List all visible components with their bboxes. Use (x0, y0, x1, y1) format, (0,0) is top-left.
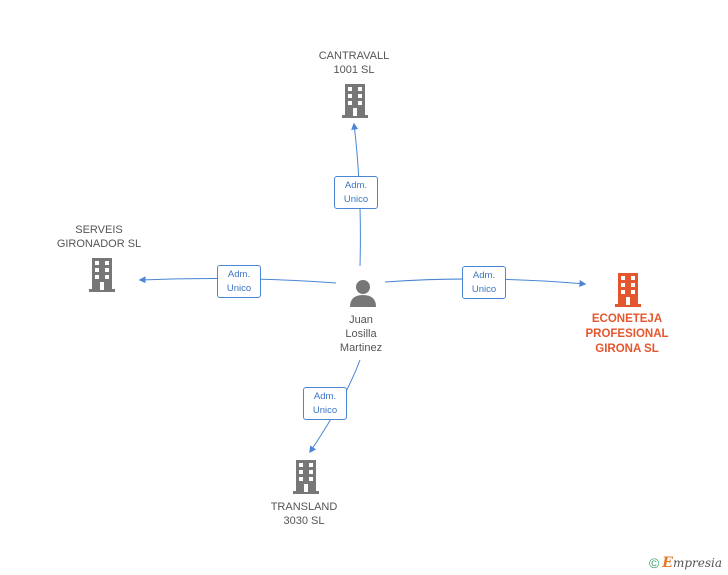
company-name-line: SERVEIS (75, 224, 123, 236)
relation-label-line: Adm. (472, 270, 496, 281)
company-name-line: CANTRAVALL (318, 50, 390, 62)
relation-badge-serveis[interactable]: Adm. Unico (217, 265, 261, 298)
relation-badge-econeteja[interactable]: Adm. Unico (462, 266, 506, 299)
brand-logo[interactable]: Empresia (662, 555, 722, 571)
person-label[interactable]: Juan Losilla Martinez (311, 313, 411, 355)
company-label-cantravall[interactable]: CANTRAVALL 1001 SL (302, 49, 406, 77)
company-name-line: GIRONA SL (595, 343, 659, 355)
company-name-line: PROFESIONAL (585, 328, 669, 340)
footer-brand: © Empresia (649, 555, 722, 571)
company-label-transland[interactable]: TRANSLAND 3030 SL (252, 500, 356, 528)
company-label-serveis[interactable]: SERVEIS GIRONADOR SL (44, 223, 154, 251)
relation-badge-cantravall[interactable]: Adm. Unico (334, 176, 378, 209)
relation-badge-transland[interactable]: Adm. Unico (303, 387, 347, 420)
person-name-line: Martinez (339, 342, 383, 354)
building-icon[interactable] (86, 258, 118, 292)
relation-label-line: Unico (471, 284, 497, 295)
company-name-line: 3030 SL (283, 515, 325, 527)
relation-label-line: Adm. (227, 269, 251, 280)
person-name-line: Losilla (345, 328, 377, 340)
relation-label-line: Adm. (344, 180, 368, 191)
company-name-line: TRANSLAND (270, 501, 338, 513)
company-name-line: ECONETEJA (591, 313, 663, 325)
relation-label-line: Adm. (313, 391, 337, 402)
company-label-econeteja[interactable]: ECONETEJA PROFESIONAL GIRONA SL (572, 312, 682, 357)
person-name-line: Juan (349, 314, 373, 326)
company-name-line: GIRONADOR SL (56, 238, 142, 250)
building-icon[interactable] (290, 460, 322, 494)
building-icon[interactable] (339, 84, 371, 118)
relation-label-line: Unico (312, 405, 338, 416)
relation-label-line: Unico (226, 283, 252, 294)
company-name-line: 1001 SL (333, 64, 375, 76)
person-icon[interactable] (348, 278, 378, 308)
building-icon[interactable] (612, 273, 644, 307)
copyright-icon: © (648, 555, 660, 571)
relation-label-line: Unico (343, 194, 369, 205)
